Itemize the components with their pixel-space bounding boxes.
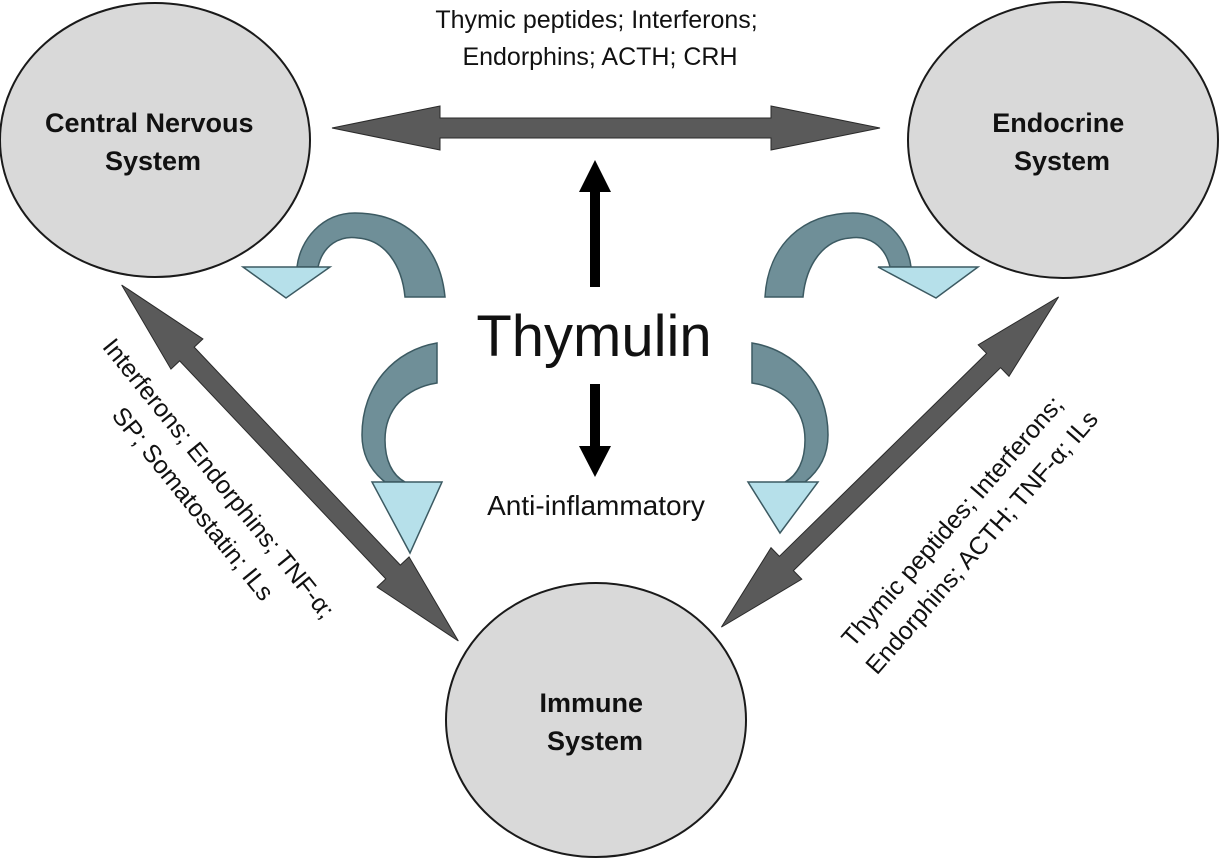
endocrine-node-label: Endocrine System (992, 108, 1132, 176)
cns-node (0, 2, 311, 278)
anti-inflammatory-label: Anti-inflammatory (487, 490, 705, 521)
edge-top-line2: Endorphins; ACTH; CRH (462, 43, 737, 71)
double-arrow-left (121, 284, 459, 642)
curved-arrow-lower-left (361, 342, 444, 555)
immune-node-label: Immune System (539, 688, 650, 756)
edge-right-line1: Thymic peptides; Interferons; (836, 391, 1069, 653)
cns-node-label: Central Nervous System (45, 108, 261, 176)
immune-label-line2: System (547, 726, 643, 756)
immune-node (445, 582, 747, 858)
edge-label-right: Thymic peptides; Interferons; Endorphins… (833, 382, 1104, 680)
svg-text:Thymic peptides; Interferons;: Thymic peptides; Interferons; Endorphins… (833, 382, 1104, 680)
thymulin-up-arrow (579, 160, 611, 287)
endocrine-label-line2: System (1014, 146, 1110, 176)
thymulin-label: Thymulin (476, 304, 711, 369)
curved-arrow-upper-right (764, 212, 981, 299)
curved-arrow-lower-right (746, 342, 829, 535)
immune-label-line1: Immune (539, 688, 643, 718)
thymulin-down-arrow (579, 384, 611, 477)
curved-arrow-upper-left (240, 212, 446, 299)
double-arrow-right (720, 296, 1060, 628)
endocrine-label-line1: Endocrine (992, 108, 1124, 138)
edge-top-line1: Thymic peptides; Interferons; (435, 6, 757, 34)
cns-label-line2: System (105, 146, 201, 176)
edge-label-top: Thymic peptides; Interferons; Endorphins… (435, 6, 764, 71)
cns-label-line1: Central Nervous (45, 108, 254, 138)
endocrine-node (907, 1, 1219, 279)
double-arrow-top (331, 105, 881, 151)
